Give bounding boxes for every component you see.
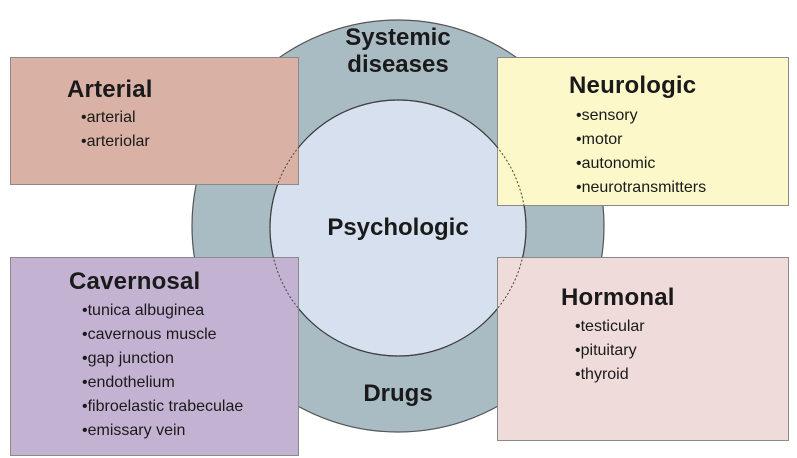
hormonal-box: Hormonal testicular pituitary thyroid: [497, 257, 789, 441]
systemic-diseases-label: Systemic diseases: [300, 24, 496, 78]
arterial-list: arterial arteriolar: [81, 106, 150, 154]
systemic-diseases-line2: diseases: [347, 51, 449, 78]
arterial-box: Arterial arterial arteriolar: [10, 57, 299, 185]
list-item: sensory: [576, 104, 706, 128]
neurologic-box: Neurologic sensory motor autonomic neuro…: [497, 57, 789, 206]
list-item: endothelium: [82, 371, 243, 395]
list-item: motor: [576, 128, 706, 152]
list-item: arterial: [81, 106, 150, 130]
list-item: pituitary: [575, 339, 645, 363]
hormonal-list: testicular pituitary thyroid: [575, 315, 645, 387]
list-item: arteriolar: [81, 130, 150, 154]
hormonal-title: Hormonal: [561, 284, 675, 311]
list-item: fibroelastic trabeculae: [82, 395, 244, 419]
list-item: thyroid: [575, 363, 645, 387]
systemic-diseases-line1: Systemic: [345, 24, 451, 51]
list-item: testicular: [575, 315, 645, 339]
cavernosal-box: Cavernosal tunica albuginea cavernous mu…: [10, 257, 299, 456]
list-item: tunica albuginea: [82, 299, 243, 323]
neurologic-list: sensory motor autonomic neurotransmitter…: [576, 104, 707, 200]
drugs-label: Drugs: [363, 380, 433, 407]
list-item: gap junction: [82, 347, 243, 371]
cavernosal-list: tunica albuginea cavernous muscle gap ju…: [82, 299, 244, 443]
psychologic-label: Psychologic: [327, 214, 469, 241]
list-item: autonomic: [576, 152, 706, 176]
arterial-title: Arterial: [67, 76, 153, 103]
neurologic-title: Neurologic: [569, 72, 697, 99]
cavernosal-title: Cavernosal: [69, 268, 201, 295]
list-item: cavernous muscle: [82, 323, 243, 347]
list-item: neurotransmitters: [576, 176, 707, 200]
list-item: emissary vein: [82, 419, 243, 443]
